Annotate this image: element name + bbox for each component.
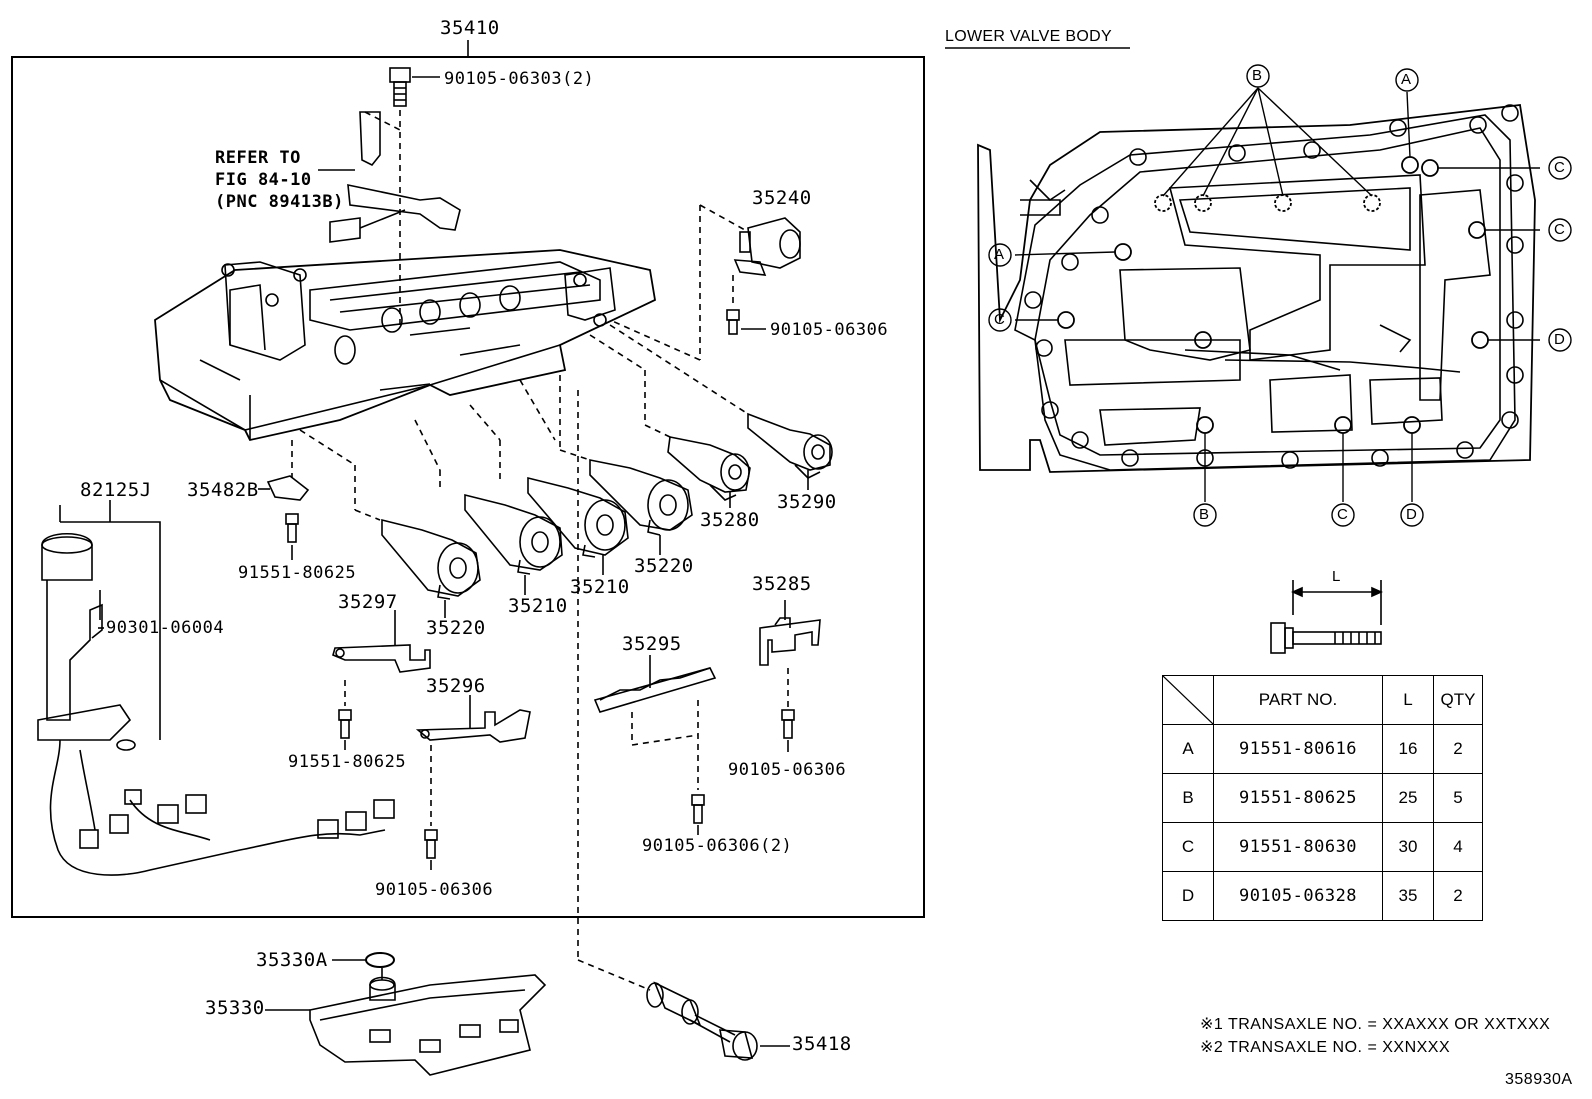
marker-leaders [1014, 87, 1540, 502]
bolt-spec-table: PART NO. L QTY A 91551-80616 16 2 B 9155… [1162, 675, 1483, 921]
header-qty: QTY [1433, 675, 1483, 725]
callout-bolt-35285: 90105-06306 [728, 760, 847, 780]
callout-bolt-35296: 90105-06306 [375, 880, 494, 900]
table-row: C 91551-80630 30 4 [1162, 822, 1483, 872]
row-code: B [1162, 773, 1214, 823]
callout-bolt-35295: 90105-06306(2) [642, 836, 793, 856]
plate-35285-icon [759, 600, 821, 752]
callout-plate-35295: 35295 [622, 633, 682, 655]
callout-bracket-35482b: 35482B [187, 479, 259, 501]
table-header-row: PART NO. L QTY [1162, 675, 1483, 725]
callout-bolt-35482b: 91551-80625 [238, 563, 357, 583]
marker-c-right-1: C [1554, 159, 1566, 176]
marker-a-left: A [994, 246, 1005, 263]
callout-oring-harness: 90301-06004 [106, 618, 225, 638]
solenoid-35290-icon [609, 324, 833, 490]
callout-plate-35285: 35285 [752, 573, 812, 595]
marker-b-top: B [1252, 67, 1263, 84]
marker-a-top: A [1401, 71, 1412, 88]
solenoid-35220-left-icon [381, 419, 481, 618]
callout-solenoid-35220-right: 35220 [634, 555, 694, 577]
callout-solenoid-35280: 35280 [700, 509, 760, 531]
bolt-length-drawing [1270, 580, 1383, 654]
oring-35330a-icon [365, 952, 395, 968]
harness-82125j-icon [37, 500, 395, 876]
plate-35297-icon [332, 610, 431, 750]
lower-valve-body-title: LOWER VALVE BODY [945, 28, 1112, 45]
callout-pipe: 35418 [792, 1033, 852, 1055]
callout-solenoid-35240: 35240 [752, 187, 812, 209]
marker-d-bottom: D [1406, 506, 1418, 523]
marker-c-bottom: C [1337, 506, 1349, 523]
row-length: 30 [1382, 822, 1434, 872]
row-qty: 4 [1433, 822, 1483, 872]
solenoid-35210-right-icon [519, 379, 629, 575]
header-length: L [1382, 675, 1434, 725]
callout-plate-35297: 35297 [338, 591, 398, 613]
callout-bolt-35297: 91551-80625 [288, 752, 407, 772]
bracket-35482b-icon [258, 440, 310, 560]
row-part-no: 90105-06328 [1213, 871, 1383, 921]
marker-b-bottom: B [1199, 506, 1210, 523]
pipe-35418-icon [646, 981, 790, 1061]
table-row: D 90105-06328 35 2 [1162, 871, 1483, 921]
marker-d-right: D [1554, 331, 1566, 348]
callout-solenoid-35290: 35290 [777, 491, 837, 513]
sensor-bracket-icon [318, 111, 461, 243]
refer-note-line-3: (PNC 89413B) [215, 192, 344, 212]
figure-id: 358930A [1505, 1071, 1573, 1088]
row-part-no: 91551-80625 [1213, 773, 1383, 823]
assembly-callout: 35410 [440, 17, 500, 39]
solenoid-35280-icon [589, 334, 751, 508]
row-code: D [1162, 871, 1214, 921]
table-corner-cell [1162, 675, 1214, 725]
row-qty: 5 [1433, 773, 1483, 823]
header-part-no: PART NO. [1213, 675, 1383, 725]
plate-35295-icon [593, 655, 717, 835]
note-transaxle-2: ※2 TRANSAXLE NO. = XXNXXX [1200, 1039, 1451, 1056]
callout-solenoid-35210-left: 35210 [508, 595, 568, 617]
row-length: 25 [1382, 773, 1434, 823]
callout-harness: 82125J [80, 479, 152, 501]
marker-circles [988, 64, 1572, 527]
valve-body-icon [154, 249, 656, 442]
callout-bolt-top: 90105-06303(2) [444, 69, 595, 89]
row-length: 35 [1382, 871, 1434, 921]
solenoid-35220-right-icon [559, 375, 693, 555]
table-row: A 91551-80616 16 2 [1162, 724, 1483, 774]
note-transaxle-1: ※1 TRANSAXLE NO. = XXAXXX OR XXTXXX [1200, 1016, 1551, 1033]
row-qty: 2 [1433, 871, 1483, 921]
solenoid-35210-left-icon [464, 404, 563, 595]
plate-35296-icon [415, 695, 531, 870]
row-part-no: 91551-80616 [1213, 724, 1383, 774]
row-qty: 2 [1433, 724, 1483, 774]
refer-note-line-2: FIG 84-10 [215, 170, 312, 190]
marker-c-right-2: C [1554, 221, 1566, 238]
callout-bolt-35240: 90105-06306 [770, 320, 889, 340]
callout-solenoid-35210-right: 35210 [570, 576, 630, 598]
callout-strainer: 35330 [205, 997, 265, 1019]
refer-note-line-1: REFER TO [215, 148, 301, 168]
callout-plate-35296: 35296 [426, 675, 486, 697]
row-code: C [1162, 822, 1214, 872]
row-code: A [1162, 724, 1214, 774]
solenoid-35240-icon [609, 204, 801, 361]
row-length: 16 [1382, 724, 1434, 774]
bolt-length-label: L [1332, 568, 1341, 585]
table-row: B 91551-80625 25 5 [1162, 773, 1483, 823]
strainer-35330-icon [265, 968, 547, 1076]
callout-oring-strainer: 35330A [256, 949, 328, 971]
callout-solenoid-35220-left: 35220 [426, 617, 486, 639]
row-part-no: 91551-80630 [1213, 822, 1383, 872]
lower-valve-body-drawing [977, 104, 1536, 473]
marker-c-left: C [994, 311, 1006, 328]
bolt-top-icon [389, 67, 440, 330]
